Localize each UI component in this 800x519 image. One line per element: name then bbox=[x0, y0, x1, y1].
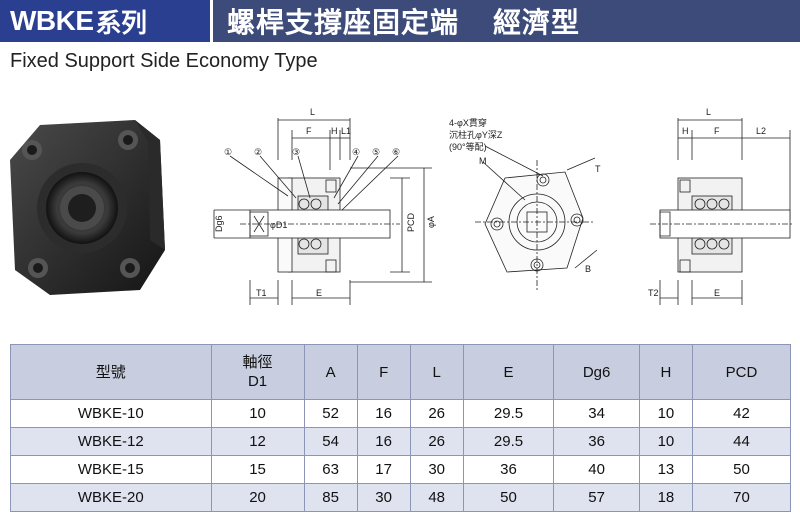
callout-1: ① bbox=[224, 147, 232, 157]
side-label-t1: T1 bbox=[256, 288, 267, 298]
callout-3: ③ bbox=[292, 147, 300, 157]
cell-dg6: 36 bbox=[553, 427, 640, 456]
cell-d1: 10 bbox=[210, 399, 305, 428]
front-note-line2: 沉柱孔φY深Z bbox=[449, 129, 503, 140]
cell-model: WBKE-15 bbox=[10, 455, 212, 484]
side-label-dg6: Dg6 bbox=[214, 215, 224, 232]
col-header-pcd: PCD bbox=[691, 344, 792, 400]
table-row: WBKE-10 10 52 16 26 29.5 34 10 42 bbox=[10, 399, 792, 428]
side-label-pcd: PCD bbox=[406, 212, 416, 232]
product-photo bbox=[10, 120, 165, 295]
cell-f: 16 bbox=[356, 427, 411, 456]
page-subtitle: Fixed Support Side Economy Type bbox=[10, 50, 318, 72]
table-row: WBKE-20 20 85 30 48 50 57 18 70 bbox=[10, 483, 792, 512]
callout-4: ④ bbox=[352, 147, 360, 157]
cell-pcd: 44 bbox=[691, 427, 792, 456]
front-label-t: T bbox=[595, 164, 601, 174]
cell-model: WBKE-20 bbox=[10, 483, 212, 512]
cell-pcd: 70 bbox=[691, 483, 792, 512]
alt-label-l2: L2 bbox=[756, 126, 766, 136]
col-header-a: A bbox=[303, 344, 358, 400]
cell-h: 10 bbox=[638, 427, 693, 456]
side-label-l1: L1 bbox=[341, 126, 351, 136]
alt-label-l: L bbox=[706, 107, 711, 117]
col-header-e: E bbox=[462, 344, 555, 400]
front-note-line3: (90°等配) bbox=[449, 141, 487, 152]
cell-dg6: 57 bbox=[553, 483, 640, 512]
cell-h: 18 bbox=[638, 483, 693, 512]
cell-e: 29.5 bbox=[462, 427, 555, 456]
cell-a: 52 bbox=[303, 399, 358, 428]
brand-suffix: 系列 bbox=[95, 7, 148, 38]
alt-label-t2: T2 bbox=[648, 288, 659, 298]
cell-f: 17 bbox=[356, 455, 411, 484]
col-header-h: H bbox=[638, 344, 693, 400]
cell-pcd: 42 bbox=[691, 399, 792, 428]
table-row: WBKE-15 15 63 17 30 36 40 13 50 bbox=[10, 455, 792, 484]
cell-a: 63 bbox=[303, 455, 358, 484]
side-label-a: φA bbox=[426, 216, 436, 228]
side-view-drawing: L F H L1 ① ② ③ ④ ⑤ ⑥ Dg6 φD1 PCD φA T1 E bbox=[213, 107, 436, 305]
cell-l: 48 bbox=[409, 483, 464, 512]
callout-2: ② bbox=[254, 147, 262, 157]
cell-f: 16 bbox=[356, 399, 411, 428]
cell-model: WBKE-12 bbox=[10, 427, 212, 456]
side-label-h: H bbox=[331, 126, 338, 136]
cell-h: 13 bbox=[638, 455, 693, 484]
title-type: 經濟型 bbox=[493, 7, 581, 38]
col-header-f: F bbox=[356, 344, 411, 400]
alt-view-drawing: L H F L2 T2 E bbox=[648, 107, 792, 305]
cell-e: 36 bbox=[462, 455, 555, 484]
brand-name: WBKE bbox=[10, 5, 94, 36]
col-header-l: L bbox=[409, 344, 464, 400]
cell-dg6: 40 bbox=[553, 455, 640, 484]
cell-h: 10 bbox=[638, 399, 693, 428]
front-label-b: B bbox=[585, 264, 591, 274]
cell-e: 29.5 bbox=[462, 399, 555, 428]
cell-d1: 20 bbox=[210, 483, 305, 512]
alt-label-f: F bbox=[714, 126, 720, 136]
cell-pcd: 50 bbox=[691, 455, 792, 484]
front-view-drawing: 4-φX貫穿 沉柱孔φY深Z (90°等配) M T B bbox=[449, 117, 601, 290]
cell-model: WBKE-10 bbox=[10, 399, 212, 428]
col-header-dg6: Dg6 bbox=[553, 344, 640, 400]
title-bar: 螺桿支撐座固定端 經濟型 bbox=[210, 0, 800, 42]
callout-6: ⑥ bbox=[392, 147, 400, 157]
cell-f: 30 bbox=[356, 483, 411, 512]
front-label-m: M bbox=[479, 156, 487, 166]
cell-d1: 15 bbox=[210, 455, 305, 484]
side-label-l: L bbox=[310, 107, 315, 117]
side-label-f: F bbox=[306, 126, 312, 136]
cell-l: 26 bbox=[409, 399, 464, 428]
alt-label-h: H bbox=[682, 126, 689, 136]
cell-l: 30 bbox=[409, 455, 464, 484]
table-body: WBKE-10 10 52 16 26 29.5 34 10 42 WBKE-1… bbox=[10, 399, 792, 512]
cell-a: 85 bbox=[303, 483, 358, 512]
page-title: 螺桿支撐座固定端 bbox=[227, 7, 460, 38]
side-label-d1: φD1 bbox=[270, 220, 287, 230]
front-note-line1: 4-φX貫穿 bbox=[449, 117, 487, 128]
cell-a: 54 bbox=[303, 427, 358, 456]
side-label-e: E bbox=[316, 288, 322, 298]
table-row: WBKE-12 12 54 16 26 29.5 36 10 44 bbox=[10, 427, 792, 456]
col-header-model: 型號 bbox=[10, 344, 212, 400]
cell-l: 26 bbox=[409, 427, 464, 456]
alt-label-e: E bbox=[714, 288, 720, 298]
cell-dg6: 34 bbox=[553, 399, 640, 428]
cell-e: 50 bbox=[462, 483, 555, 512]
callout-5: ⑤ bbox=[372, 147, 380, 157]
cell-d1: 12 bbox=[210, 427, 305, 456]
